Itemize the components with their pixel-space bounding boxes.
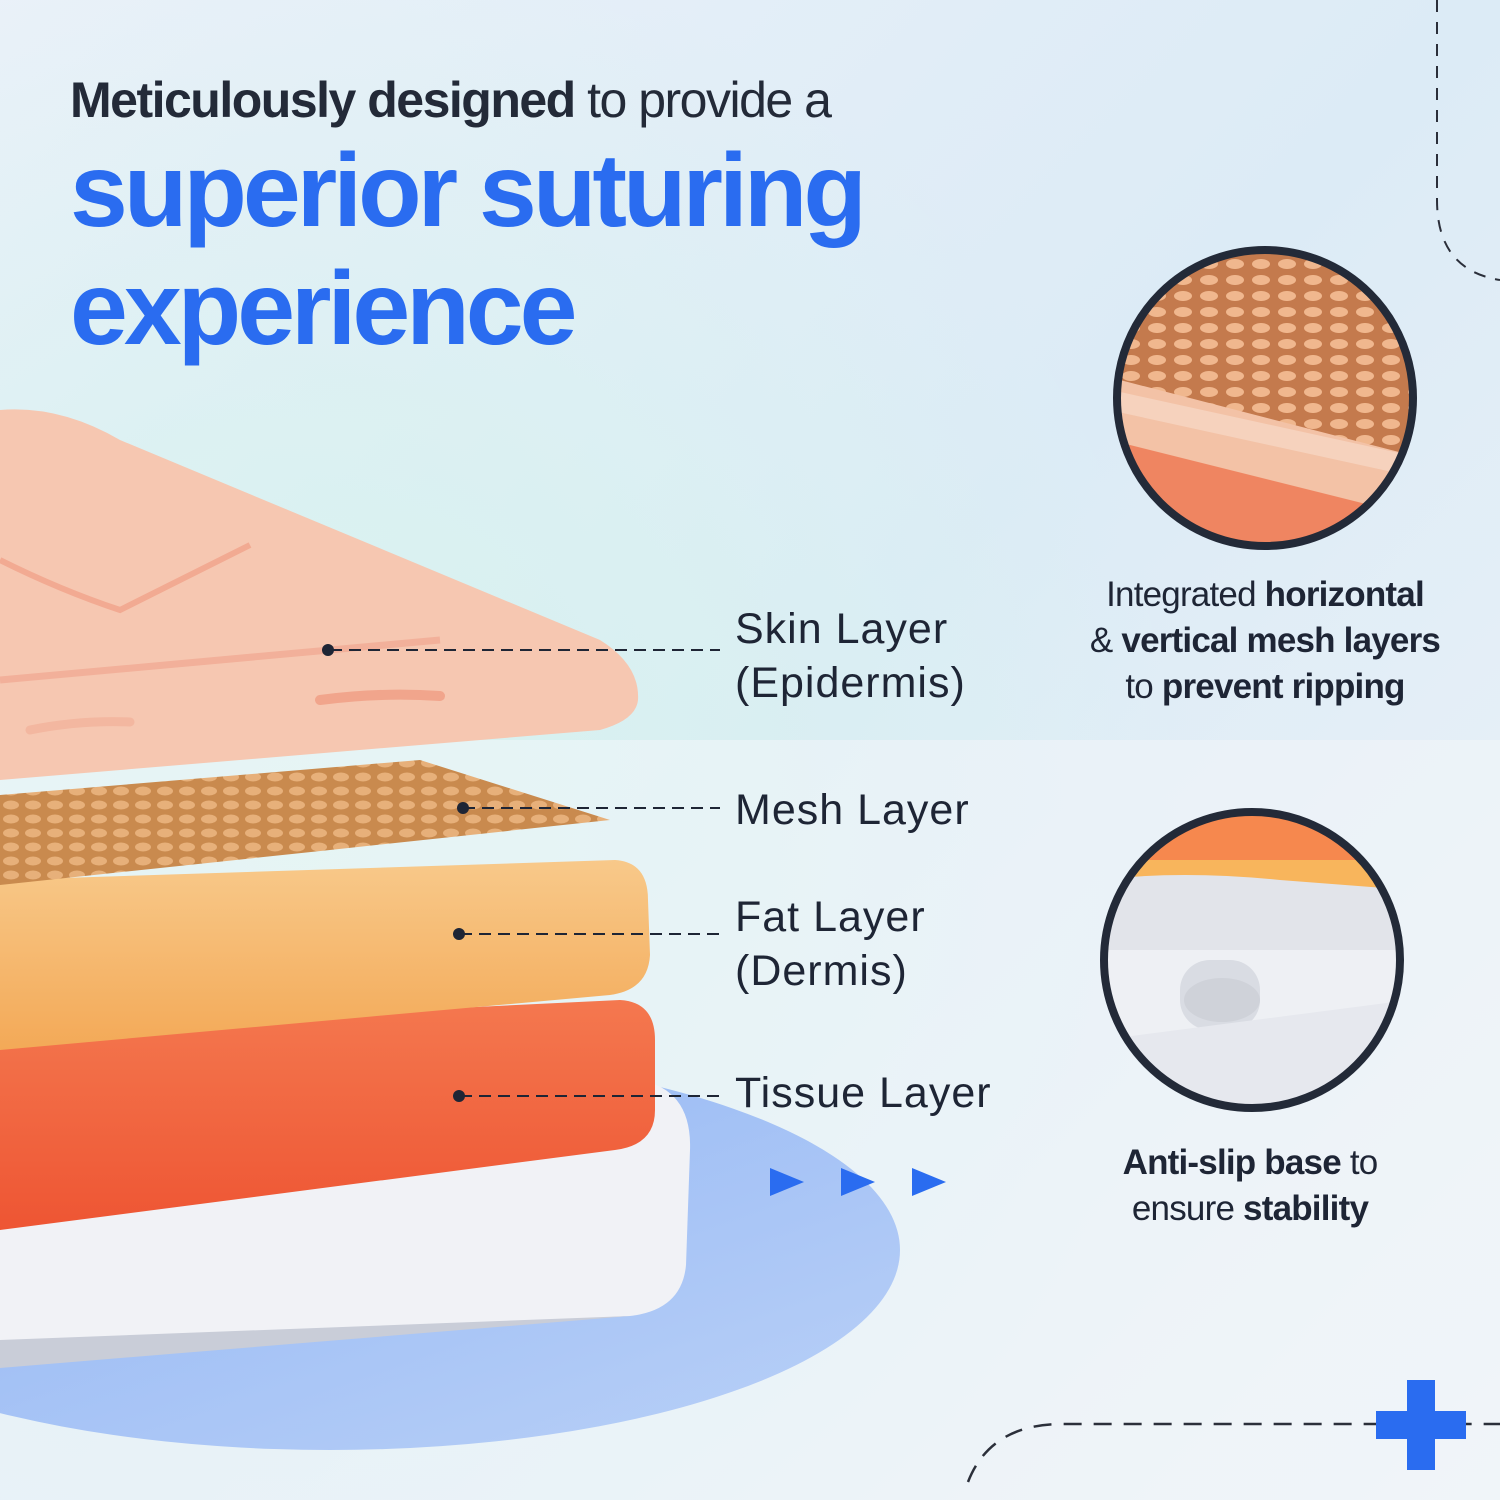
fat-layer-title: Fat Layer xyxy=(735,893,926,941)
headline-line-3: experience xyxy=(70,251,577,367)
headline-rest: to provide a xyxy=(574,72,832,128)
headline-bold: Meticulously designed xyxy=(70,72,576,128)
fat-layer-subtitle: (Dermis) xyxy=(735,947,908,995)
tissue-layer-title: Tissue Layer xyxy=(735,1069,992,1117)
mesh-callout-bold: horizontal xyxy=(1264,575,1425,614)
base-zoom-circle xyxy=(1100,808,1404,1112)
mesh-callout-text: Integrated xyxy=(1106,575,1265,614)
base-callout-text: ensure xyxy=(1131,1189,1244,1228)
plus-icon xyxy=(1376,1380,1466,1470)
mesh-callout-text: to xyxy=(1125,667,1162,706)
headline-line-2: superior suturing xyxy=(70,133,867,249)
base-callout-text: to xyxy=(1340,1143,1378,1182)
skin-layer-label: Skin Layer (Epidermis) xyxy=(735,602,966,710)
mesh-callout-text: & xyxy=(1089,621,1122,660)
skin-layer-shape xyxy=(0,409,639,780)
mesh-callout-bold: vertical mesh layers xyxy=(1121,621,1441,660)
play-arrow-icon xyxy=(912,1168,946,1196)
base-callout-bold: Anti-slip base xyxy=(1122,1143,1342,1182)
leader-lines xyxy=(330,649,720,1097)
tissue-layer-shape xyxy=(0,1000,655,1230)
base-callout: Anti-slip base to ensure stability xyxy=(1040,1140,1460,1232)
tissue-layer-label: Tissue Layer xyxy=(735,1066,992,1120)
play-arrow-icon xyxy=(841,1168,875,1196)
base-callout-bold: stability xyxy=(1243,1189,1369,1228)
fat-layer-shape xyxy=(0,860,650,1050)
mesh-zoom-circle xyxy=(1113,246,1417,550)
mesh-layer-label: Mesh Layer xyxy=(735,783,970,837)
fat-layer-label: Fat Layer (Dermis) xyxy=(735,890,926,998)
skin-layer-subtitle: (Epidermis) xyxy=(735,659,966,707)
mesh-callout: Integrated horizontal & vertical mesh la… xyxy=(1045,572,1485,710)
mesh-layer-shape xyxy=(0,760,610,885)
headline-line-1: Meticulously designed to provide a xyxy=(70,68,1050,132)
play-arrow-icon xyxy=(770,1168,804,1196)
mesh-callout-bold: prevent ripping xyxy=(1161,667,1406,706)
skin-layer-title: Skin Layer xyxy=(735,605,949,653)
mesh-layer-title: Mesh Layer xyxy=(735,786,970,834)
headline: Meticulously designed to provide a super… xyxy=(70,68,1050,368)
